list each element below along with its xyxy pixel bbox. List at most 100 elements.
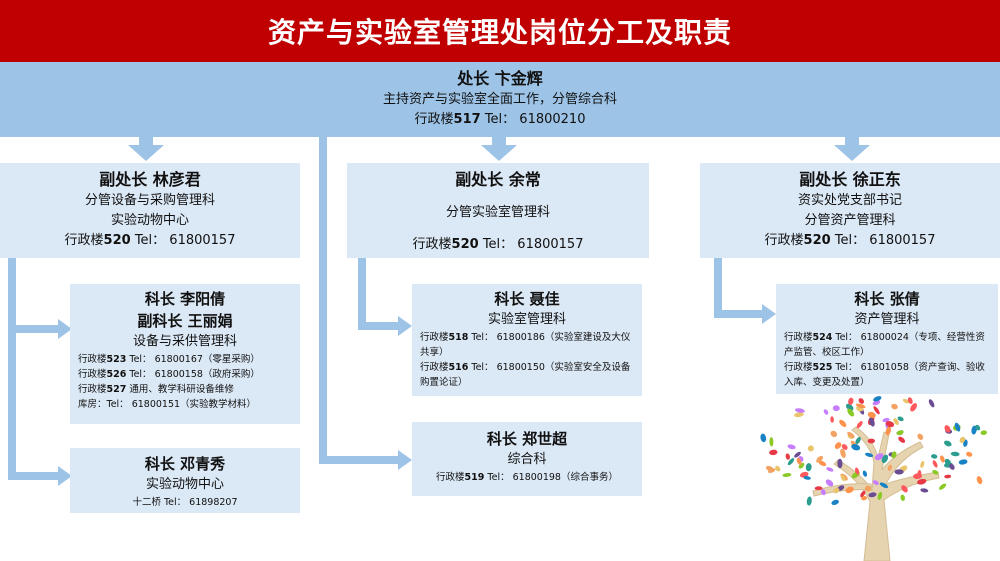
tree-leaf <box>825 479 834 487</box>
general-line: 行政楼519 Tel： 61800198（综合事务） <box>436 472 618 483</box>
deputy-3-duty-1: 资实处党支部书记 <box>797 193 902 208</box>
tree-leaf <box>826 467 834 472</box>
tree-leaf <box>958 459 968 465</box>
tree-leaf <box>831 499 839 506</box>
tree-leaf <box>837 458 843 469</box>
tree-leaf <box>851 443 861 451</box>
tree-leaf <box>874 453 884 461</box>
tree-leaf <box>785 453 790 460</box>
tree-leaf <box>980 430 987 436</box>
section-lab-box: 科长 聂佳 实验室管理科 行政楼518 Tel： 61800186（实验室建设及… <box>412 284 642 396</box>
tree-leaf <box>959 436 966 443</box>
tree-leaf <box>939 483 947 490</box>
arrow-to-general <box>398 450 412 470</box>
deputy-3-duty-2: 分管资产管理科 <box>804 213 896 228</box>
tree-leaf <box>830 430 838 438</box>
tree-leaf <box>796 457 802 465</box>
section-asset-box: 科长 张倩 资产管理科 行政楼524 Tel： 61800024（专项、经营性资… <box>776 284 998 394</box>
tree-leaf <box>885 426 892 436</box>
tree-leaf <box>794 451 801 458</box>
deputy-2-tel: 行政楼520 Tel： 61800157 <box>412 237 584 252</box>
animal-chief: 科长 邓青秀 <box>144 455 226 473</box>
deputy-1-duty-1: 分管设备与采购管理科 <box>84 193 215 208</box>
tree-leaf <box>864 485 872 492</box>
tree-leaf <box>910 403 918 412</box>
tree-leaf <box>865 452 874 458</box>
tree-leaf <box>873 406 880 415</box>
tree-leaf <box>861 496 868 501</box>
tree-leaf <box>931 454 938 459</box>
tree-leaf <box>879 482 889 489</box>
tree-leaf <box>803 476 811 480</box>
tree-leaf <box>840 474 846 482</box>
tree-leaf <box>807 445 814 452</box>
tree-leaf <box>891 451 897 459</box>
tree-leaf <box>860 490 866 498</box>
tree-leaf <box>894 469 904 475</box>
equipment-chief: 科长 李阳倩 <box>144 290 226 308</box>
tree-leaf <box>787 444 796 450</box>
tree-leaf <box>940 455 945 463</box>
tree-leaf <box>818 460 827 467</box>
tree-leaf <box>885 421 895 428</box>
tree-leaf <box>867 411 876 418</box>
section-equipment-box: 科长 李阳倩 副科长 王丽娟 设备与采供管理科 行政楼523 Tel： 6180… <box>70 284 300 424</box>
tree-leaf <box>902 398 910 404</box>
tree-leaf <box>897 416 904 422</box>
deputy-box-1: 副处长 林彦君 分管设备与采购管理科 实验动物中心 行政楼520 Tel： 61… <box>0 163 300 258</box>
lab-dept: 实验室管理科 <box>487 312 566 327</box>
equipment-dept: 设备与采供管理科 <box>132 334 237 349</box>
tree-leaf <box>966 451 973 457</box>
tree-leaf <box>841 444 848 450</box>
tree-leaf <box>872 480 879 485</box>
arrow-to-deputy-3 <box>834 145 870 161</box>
tree-leaf <box>920 488 929 493</box>
tree-leaf <box>950 451 960 457</box>
tree-leaf <box>794 408 805 413</box>
decorative-tree-illustration <box>760 396 987 561</box>
director-duty: 主持资产与实验室全面工作，分管综合科 <box>382 92 617 107</box>
lab-line-2: 行政楼516 Tel： 61800150（实验室安全及设备购置论证） <box>420 362 631 388</box>
tree-leaf <box>820 489 826 496</box>
tree-leaf <box>944 458 951 465</box>
equipment-line-4: 库房：Tel： 61800151（实验教学材料） <box>78 399 257 410</box>
arrow-to-asset <box>762 304 776 324</box>
tree-leaf <box>932 470 939 475</box>
tree-leaf <box>845 486 854 494</box>
equipment-line-1: 行政楼523 Tel： 61800167（零星采购） <box>78 354 260 365</box>
tree-leaf <box>855 467 860 475</box>
deputy-2-name: 副处长 余常 <box>455 170 541 189</box>
tree-leaf <box>816 455 824 463</box>
deputy-1-tel: 行政楼520 Tel： 61800157 <box>64 233 236 248</box>
tree-leaf <box>882 417 890 423</box>
tree-leaf <box>869 417 875 427</box>
animal-dept: 实验动物中心 <box>145 477 224 492</box>
tree-leaf <box>900 494 905 501</box>
tree-leaf <box>848 397 854 405</box>
arrow-to-equipment <box>58 319 72 339</box>
tree-leaf <box>932 460 938 468</box>
tree-leaf <box>891 403 898 410</box>
tree-leaf <box>830 416 834 423</box>
tree-leaf <box>840 448 846 458</box>
tree-leaf <box>881 454 889 464</box>
tree-leaf <box>907 397 913 404</box>
tree-leaf <box>805 463 812 472</box>
tree-leaf <box>867 438 875 444</box>
deputy-1-duty-2: 实验动物中心 <box>110 213 189 228</box>
asset-line-1: 行政楼524 Tel： 61800024（专项、经营性资产监管、校区工作） <box>784 332 985 358</box>
tree-leaf <box>877 491 883 500</box>
tree-leaf <box>767 468 776 473</box>
lab-chief: 科长 聂佳 <box>494 290 560 308</box>
tree-leaf <box>944 425 951 433</box>
tree-leaf <box>856 421 863 429</box>
asset-line-2: 行政楼525 Tel： 61801058（资产查询、验收入库、变更及处置） <box>784 362 985 388</box>
tree-leaf <box>832 405 840 412</box>
tree-leaf <box>944 474 952 479</box>
tree-leaf <box>855 403 866 409</box>
tree-leaf <box>782 473 792 477</box>
tree-leaf <box>858 398 865 404</box>
tree-leaf <box>769 437 774 447</box>
director-box: 处长 卞金辉 主持资产与实验室全面工作，分管综合科 行政楼517 Tel： 61… <box>0 62 1000 137</box>
tree-leaf <box>873 396 882 402</box>
